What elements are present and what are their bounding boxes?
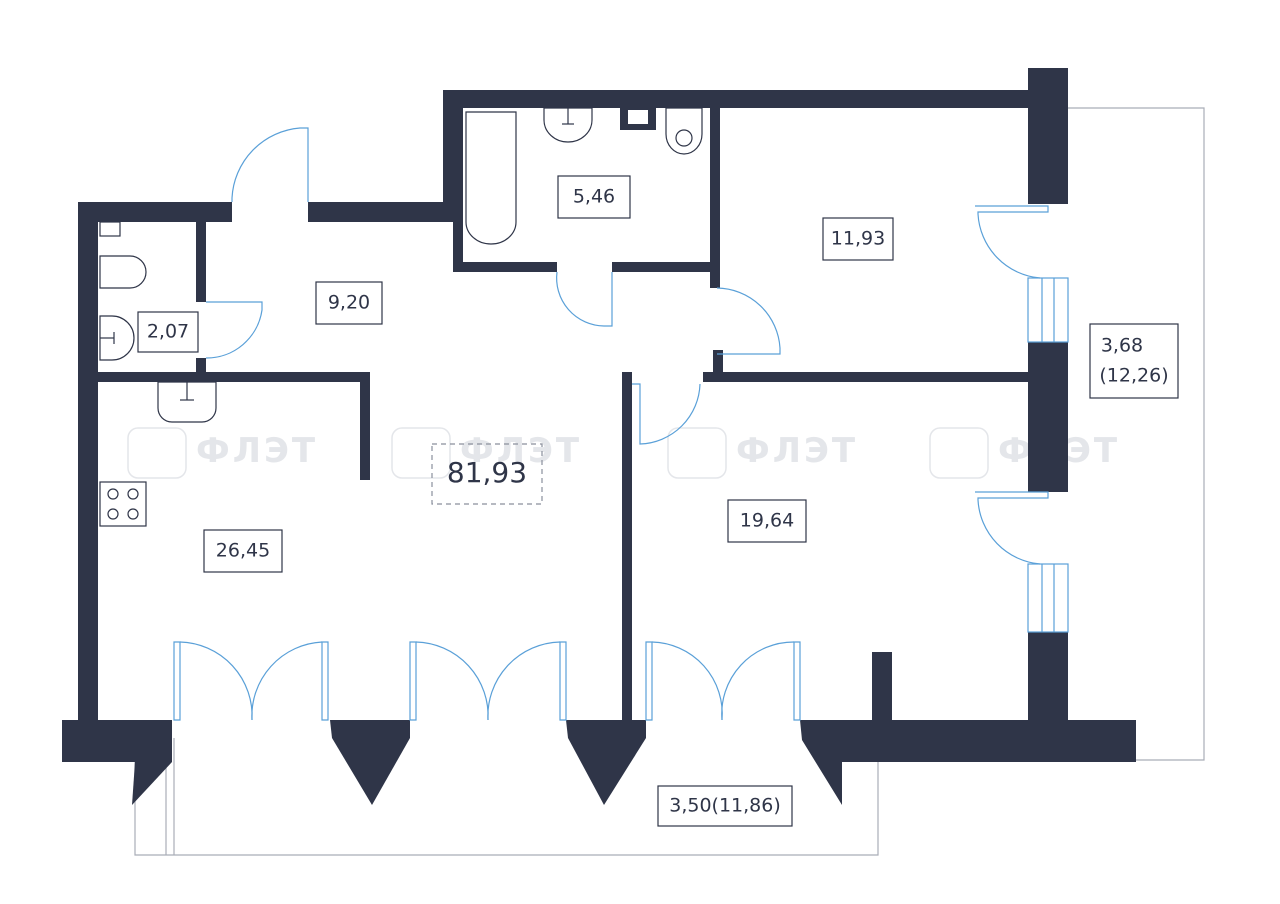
kitchen-living-area-label: 26,45 (203, 529, 283, 573)
svg-text:(12,26): (12,26) (1099, 365, 1168, 387)
svg-text:26,45: 26,45 (216, 540, 270, 562)
doors (173, 127, 1049, 721)
svg-text:81,93: 81,93 (447, 456, 527, 489)
watermark-2: ФЛЭТ (391, 427, 582, 479)
svg-text:ФЛЭТ: ФЛЭТ (460, 431, 582, 471)
svg-text:3,68: 3,68 (1101, 335, 1143, 357)
wc-toilet-icon (99, 255, 147, 289)
sink-icon (543, 107, 593, 143)
bathroom-area-label: 5,46 (557, 175, 631, 219)
bathtub-icon (465, 111, 517, 245)
walls (62, 68, 1136, 805)
watermark-1: ФЛЭТ (127, 427, 318, 479)
kitchen-sink-icon (157, 381, 217, 423)
svg-text:ФЛЭТ: ФЛЭТ (736, 431, 858, 471)
wc-sink-icon (99, 315, 135, 361)
watermark-4: ФЛЭТ (929, 427, 1117, 479)
fixtures (99, 107, 703, 527)
wc-boiler-icon (99, 221, 121, 237)
stove-icon (99, 481, 147, 527)
svg-text:11,93: 11,93 (831, 228, 885, 250)
svg-text:9,20: 9,20 (328, 292, 370, 314)
svg-text:5,46: 5,46 (573, 186, 615, 208)
east-balcony-area-label: 3,68 (12,26) (1089, 323, 1179, 399)
wc-area-label: 2,07 (137, 311, 199, 353)
room-area-label: 19,64 (727, 499, 807, 543)
watermark-3: ФЛЭТ (667, 427, 858, 479)
area-labels: 2,07 9,20 5,46 11,93 26,45 19,64 81,93 (137, 175, 1179, 827)
south-balcony-area-label: 3,50(11,86) (657, 785, 793, 827)
bedroom-area-label: 11,93 (822, 217, 894, 261)
total-area-label: 81,93 (431, 443, 543, 505)
windows (1027, 277, 1069, 633)
svg-text:3,50(11,86): 3,50(11,86) (669, 795, 781, 817)
svg-text:2,07: 2,07 (147, 321, 189, 343)
svg-text:ФЛЭТ: ФЛЭТ (196, 431, 318, 471)
svg-text:19,64: 19,64 (740, 510, 794, 532)
hall-area-label: 9,20 (315, 281, 383, 325)
toilet-icon (665, 107, 703, 155)
